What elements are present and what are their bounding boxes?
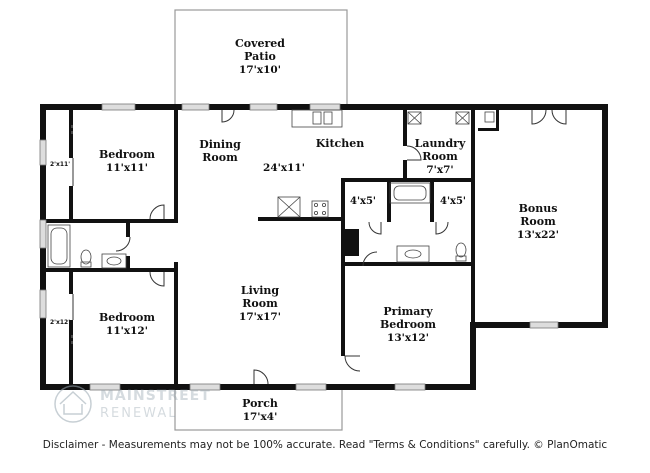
living-room-label: Living Room 17'x17' (230, 284, 290, 323)
covered-patio-label: Covered Patio 17'x10' (225, 37, 295, 76)
living-room-name-line2: Room (242, 296, 278, 310)
closet-left-dims: 4'x5' (349, 196, 376, 207)
primary-bedroom-name-line2: Bedroom (379, 317, 437, 331)
dining-room-label: Dining Room (190, 138, 250, 165)
covered-patio-name-line1: Covered (235, 37, 285, 50)
dining-room-name-line2: Room (202, 150, 238, 164)
living-room-name-line1: Living (240, 284, 280, 297)
kitchen-name: Kitchen (315, 137, 365, 150)
covered-patio-dims: 17'x10' (239, 63, 281, 76)
primary-bedroom-name-line1: Primary (383, 305, 433, 318)
bedroom-top-label: Bedroom 11'x11' (92, 148, 162, 174)
primary-bedroom-label: Primary Bedroom 13'x12' (373, 305, 443, 344)
closet-left-label: 4'x5' (346, 196, 380, 208)
watermark-logo (54, 385, 92, 423)
kitchen-dims: 24'x11' (263, 162, 305, 174)
dining-room-name-line1: Dining (199, 138, 241, 151)
porch-name: Porch (242, 397, 278, 410)
bedroom-top-dims: 11'x11' (106, 161, 148, 174)
porch-label: Porch 17'x4' (230, 397, 290, 423)
fixtures (47, 109, 495, 269)
bedroom-bottom-label: Bedroom 11'x12' (92, 311, 162, 337)
interior-walls (46, 110, 499, 386)
living-room-dims: 17'x17' (239, 310, 281, 323)
bedroom-bottom-dims: 11'x12' (106, 324, 148, 337)
kitchen-label: Kitchen (310, 137, 370, 151)
bonus-room-name-line2: Room (520, 214, 556, 228)
laundry-room-name-line1: Laundry (414, 137, 466, 150)
laundry-room-dims: 7'x7' (426, 163, 454, 176)
bedroom-top-name: Bedroom (98, 148, 156, 161)
covered-patio-name-line2: Patio (244, 49, 276, 63)
primary-bedroom-dims: 13'x12' (387, 331, 429, 344)
chimney-block (345, 229, 359, 256)
bedroom-bottom-name: Bedroom (98, 311, 156, 324)
closet-right-label: 4'x5' (436, 196, 470, 208)
bonus-room-label: Bonus Room 13'x22' (508, 202, 568, 241)
bonus-room-name-line1: Bonus (518, 202, 558, 215)
laundry-room-name-line2: Room (422, 149, 458, 163)
bonus-room-dims: 13'x22' (517, 228, 559, 241)
laundry-room-label: Laundry Room 7'x7' (409, 137, 471, 176)
closet-bottom-dims: 2'x12' (50, 319, 71, 326)
porch-dims: 17'x4' (242, 410, 278, 423)
disclaimer-text: Disclaimer - Measurements may not be 100… (42, 439, 608, 451)
closet-top-dims: 2'x11' (50, 161, 71, 168)
windows (39, 103, 559, 391)
kitchen-dims-label: 24'x11' (254, 162, 314, 174)
closet-right-dims: 4'x5' (439, 196, 466, 207)
doors (72, 109, 567, 385)
